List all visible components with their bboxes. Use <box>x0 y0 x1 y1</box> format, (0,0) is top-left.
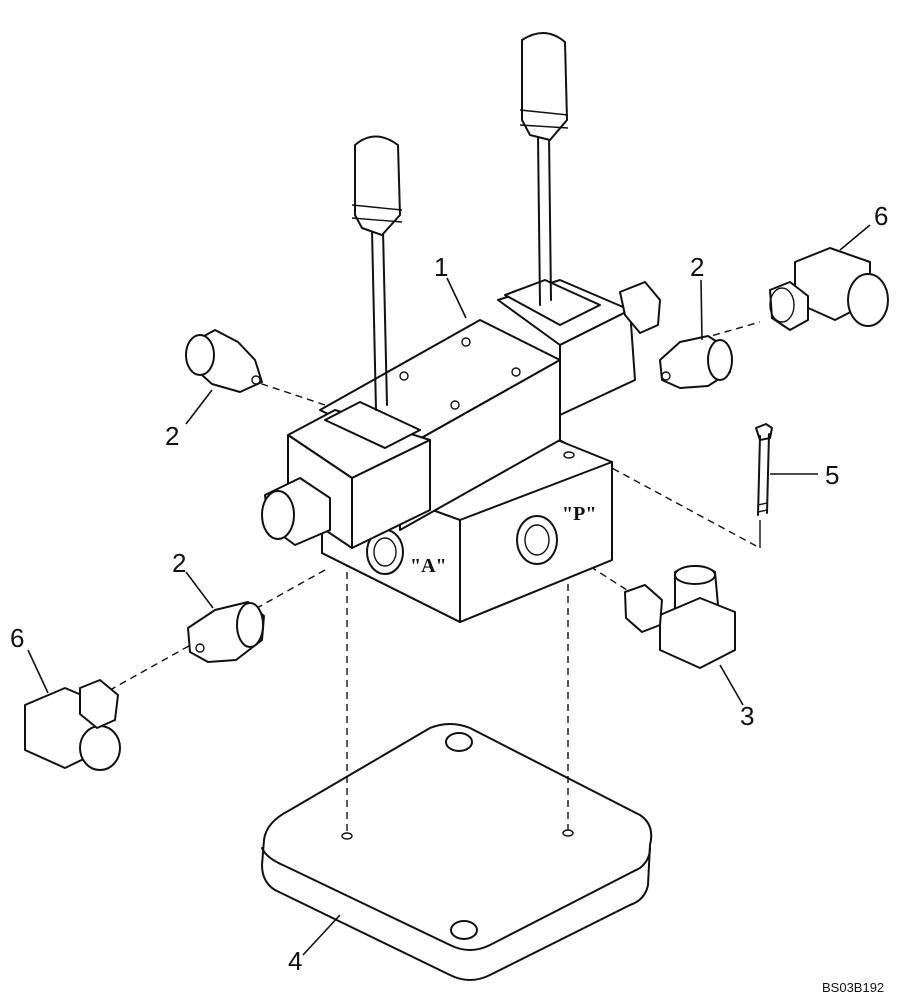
callout-6-right: 6 <box>874 201 888 231</box>
adapter-fitting-left-bottom <box>187 601 265 663</box>
elbow-fitting-left <box>24 679 121 771</box>
adapter-fitting-right <box>659 335 733 389</box>
plate-port-hole <box>341 832 353 840</box>
callout-1: 1 <box>434 252 448 282</box>
elbow-fitting-right <box>769 247 889 331</box>
callout-4: 4 <box>288 946 302 976</box>
mounting-plate <box>261 723 653 981</box>
callouts: 1 2 2 2 3 4 5 6 6 <box>10 201 888 976</box>
port-p-opening <box>516 515 558 565</box>
electrical-connector <box>354 135 401 236</box>
callout-2-left-bottom: 2 <box>172 548 186 578</box>
port-p-label: "P" <box>562 503 596 525</box>
solenoid-valve <box>261 32 661 549</box>
callout-3: 3 <box>740 701 754 731</box>
leader-lines <box>27 224 871 956</box>
manual-override-knob <box>619 281 661 334</box>
electrical-connector <box>521 32 568 141</box>
callout-5: 5 <box>825 460 839 490</box>
plate-bolt-hole <box>445 732 473 752</box>
plate-bolt-hole <box>450 920 478 940</box>
port-a-label: "A" <box>410 555 447 577</box>
elbow-fitting-bottom-right <box>624 565 736 669</box>
callout-2-left-top: 2 <box>165 421 179 451</box>
mounting-bolt <box>755 423 773 516</box>
drawing-code: BS03B192 <box>822 980 884 995</box>
callout-6-left: 6 <box>10 623 24 653</box>
callout-2-right: 2 <box>690 252 704 282</box>
adapter-fitting-left-top <box>185 329 263 393</box>
